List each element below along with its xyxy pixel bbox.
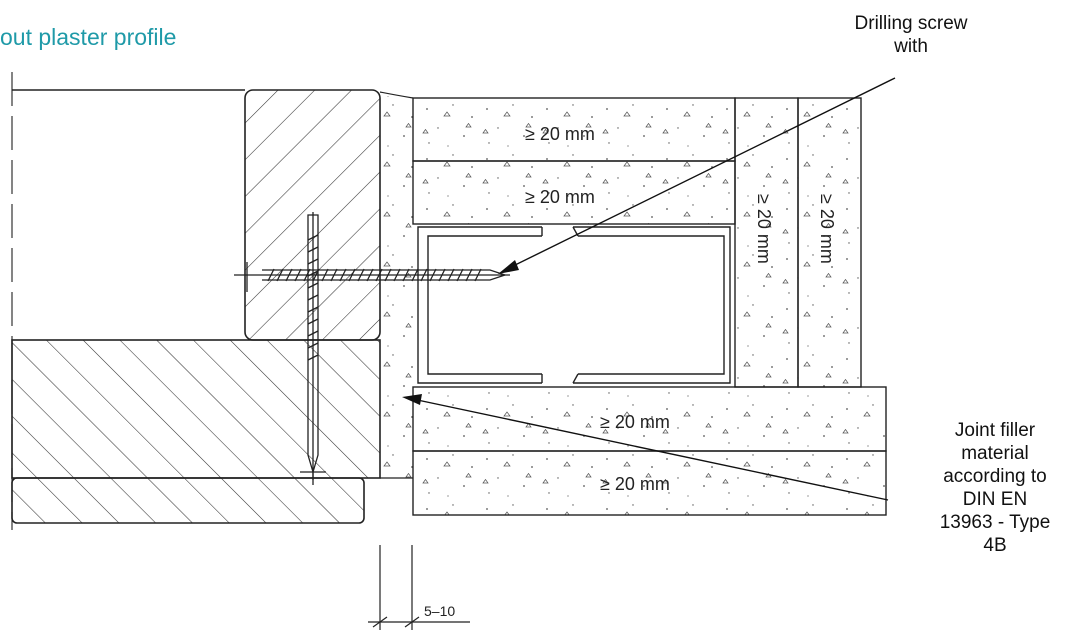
joint-filler-zone: [380, 96, 413, 478]
timber-beam: [11, 339, 381, 479]
drilling-screw-label-line-2: with: [894, 36, 928, 57]
dim-top-layer-2: ≥ 20 mm: [525, 187, 595, 207]
joint-filler-label: Joint filler material according to DIN E…: [905, 419, 1085, 557]
board-side-2: [797, 97, 862, 388]
drilling-screw-label: Drilling screw with: [816, 12, 1006, 58]
joint-filler-label-line-6: 4B: [983, 535, 1007, 556]
joint-filler-label-line-4: DIN EN: [962, 489, 1028, 510]
drilling-screw: [234, 262, 510, 292]
board-top-1: [412, 97, 736, 162]
dim-side-layer-1: ≥ 20 mm: [754, 194, 774, 264]
arrowhead-drilling-screw: [498, 260, 519, 274]
dim-bottom-layer-1: ≥ 20 mm: [600, 412, 670, 432]
board-top-2: [412, 160, 736, 225]
leader-drilling-screw: [504, 77, 896, 271]
dim-bottom-layer-2: ≥ 20 mm: [600, 474, 670, 494]
joint-filler-label-line-3: according to: [943, 466, 1047, 487]
joint-filler-label-line-5: 13963 - Type: [939, 512, 1051, 533]
plaster-edge: [379, 91, 414, 99]
dim-side-layer-2: ≥ 20 mm: [817, 194, 837, 264]
cavity-left-strip: [413, 224, 419, 387]
joint-filler-label-line-1: Joint filler: [954, 420, 1036, 441]
gap-dimension: [368, 545, 470, 630]
dim-top-layer-1: ≥ 20 mm: [525, 124, 595, 144]
joint-filler-label-line-2: material: [961, 443, 1029, 464]
section-title: out plaster profile: [0, 24, 177, 50]
leader-joint-filler: [407, 397, 889, 501]
arrowhead-joint-filler: [402, 394, 422, 405]
steel-profile: [417, 226, 731, 384]
dim-gap: 5–10: [424, 603, 455, 619]
timber-beam-lower-strip: [11, 477, 365, 524]
vertical-screw: [300, 212, 326, 485]
drilling-screw-label-line-1: Drilling screw: [854, 13, 968, 34]
